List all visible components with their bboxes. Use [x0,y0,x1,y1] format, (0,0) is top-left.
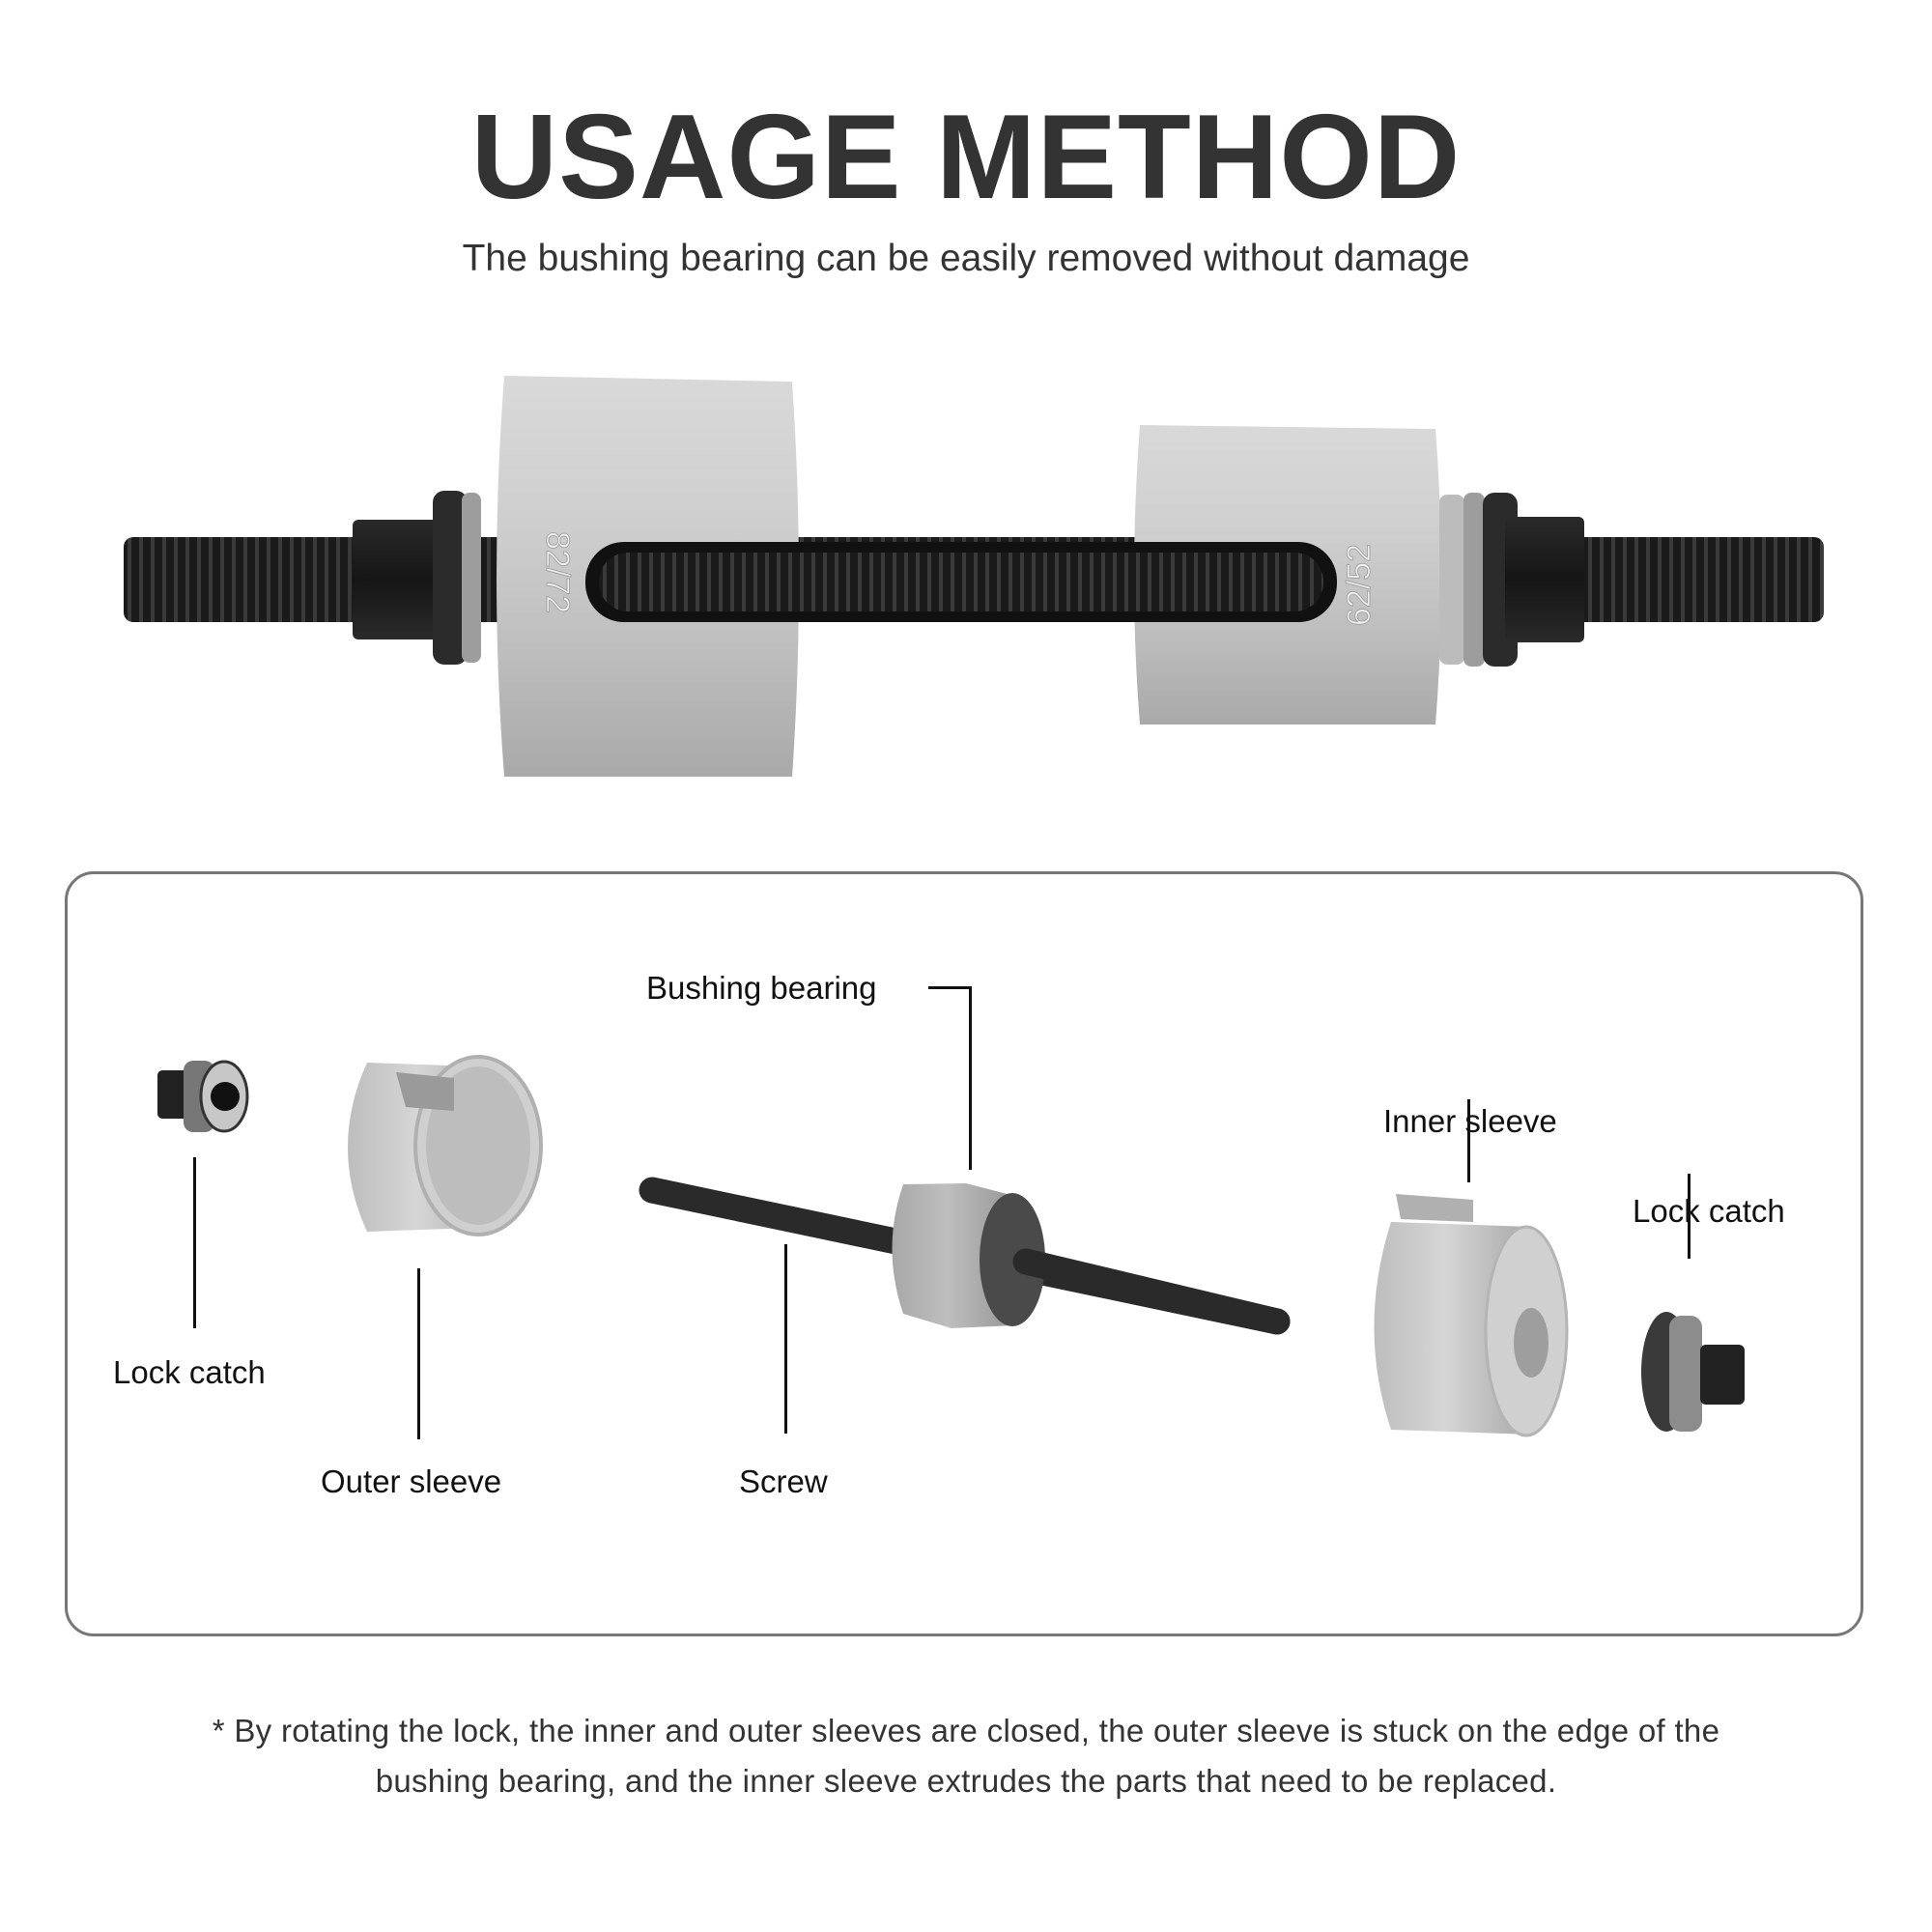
label-screw: Screw [739,1463,828,1499]
leader-screw [784,1244,787,1434]
assembled-tool-icon: 82/72 62/52 [124,376,1824,777]
page-subtitle: The bushing bearing can be easily remove… [462,238,1470,279]
leader-inner-sleeve [1467,1099,1470,1182]
components-panel [65,871,1863,1636]
large-cylinder-marking: 82/72 [539,531,576,613]
screw-with-bushing-icon [639,1177,1291,1335]
leader-outer-sleeve [417,1268,420,1439]
footnote-line-2: bushing bearing, and the inner sleeve ex… [375,1763,1557,1799]
lock-catch-right-icon [1641,1312,1745,1432]
label-outer-sleeve: Outer sleeve [321,1463,502,1499]
leader-lock-catch-left [193,1157,196,1328]
label-bushing-bearing: Bushing bearing [646,970,877,1006]
assembled-tool-photo: 82/72 62/52 [0,357,1932,821]
page-title: USAGE METHOD [470,91,1462,224]
leader-lock-catch-right [1688,1174,1690,1259]
small-cylinder-marking: 62/52 [1341,544,1378,626]
lock-catch-left-icon [157,1060,249,1133]
outer-sleeve-icon [348,1055,543,1236]
footnote-line-1: * By rotating the lock, the inner and ou… [212,1713,1720,1748]
leader-bushing-bearing-horizontal [928,986,972,989]
leader-bushing-bearing-vertical [969,986,972,1170]
inner-sleeve-icon [1374,1194,1569,1437]
label-lock-catch-left: Lock catch [113,1354,266,1390]
label-lock-catch-right: Lock catch [1633,1193,1785,1229]
